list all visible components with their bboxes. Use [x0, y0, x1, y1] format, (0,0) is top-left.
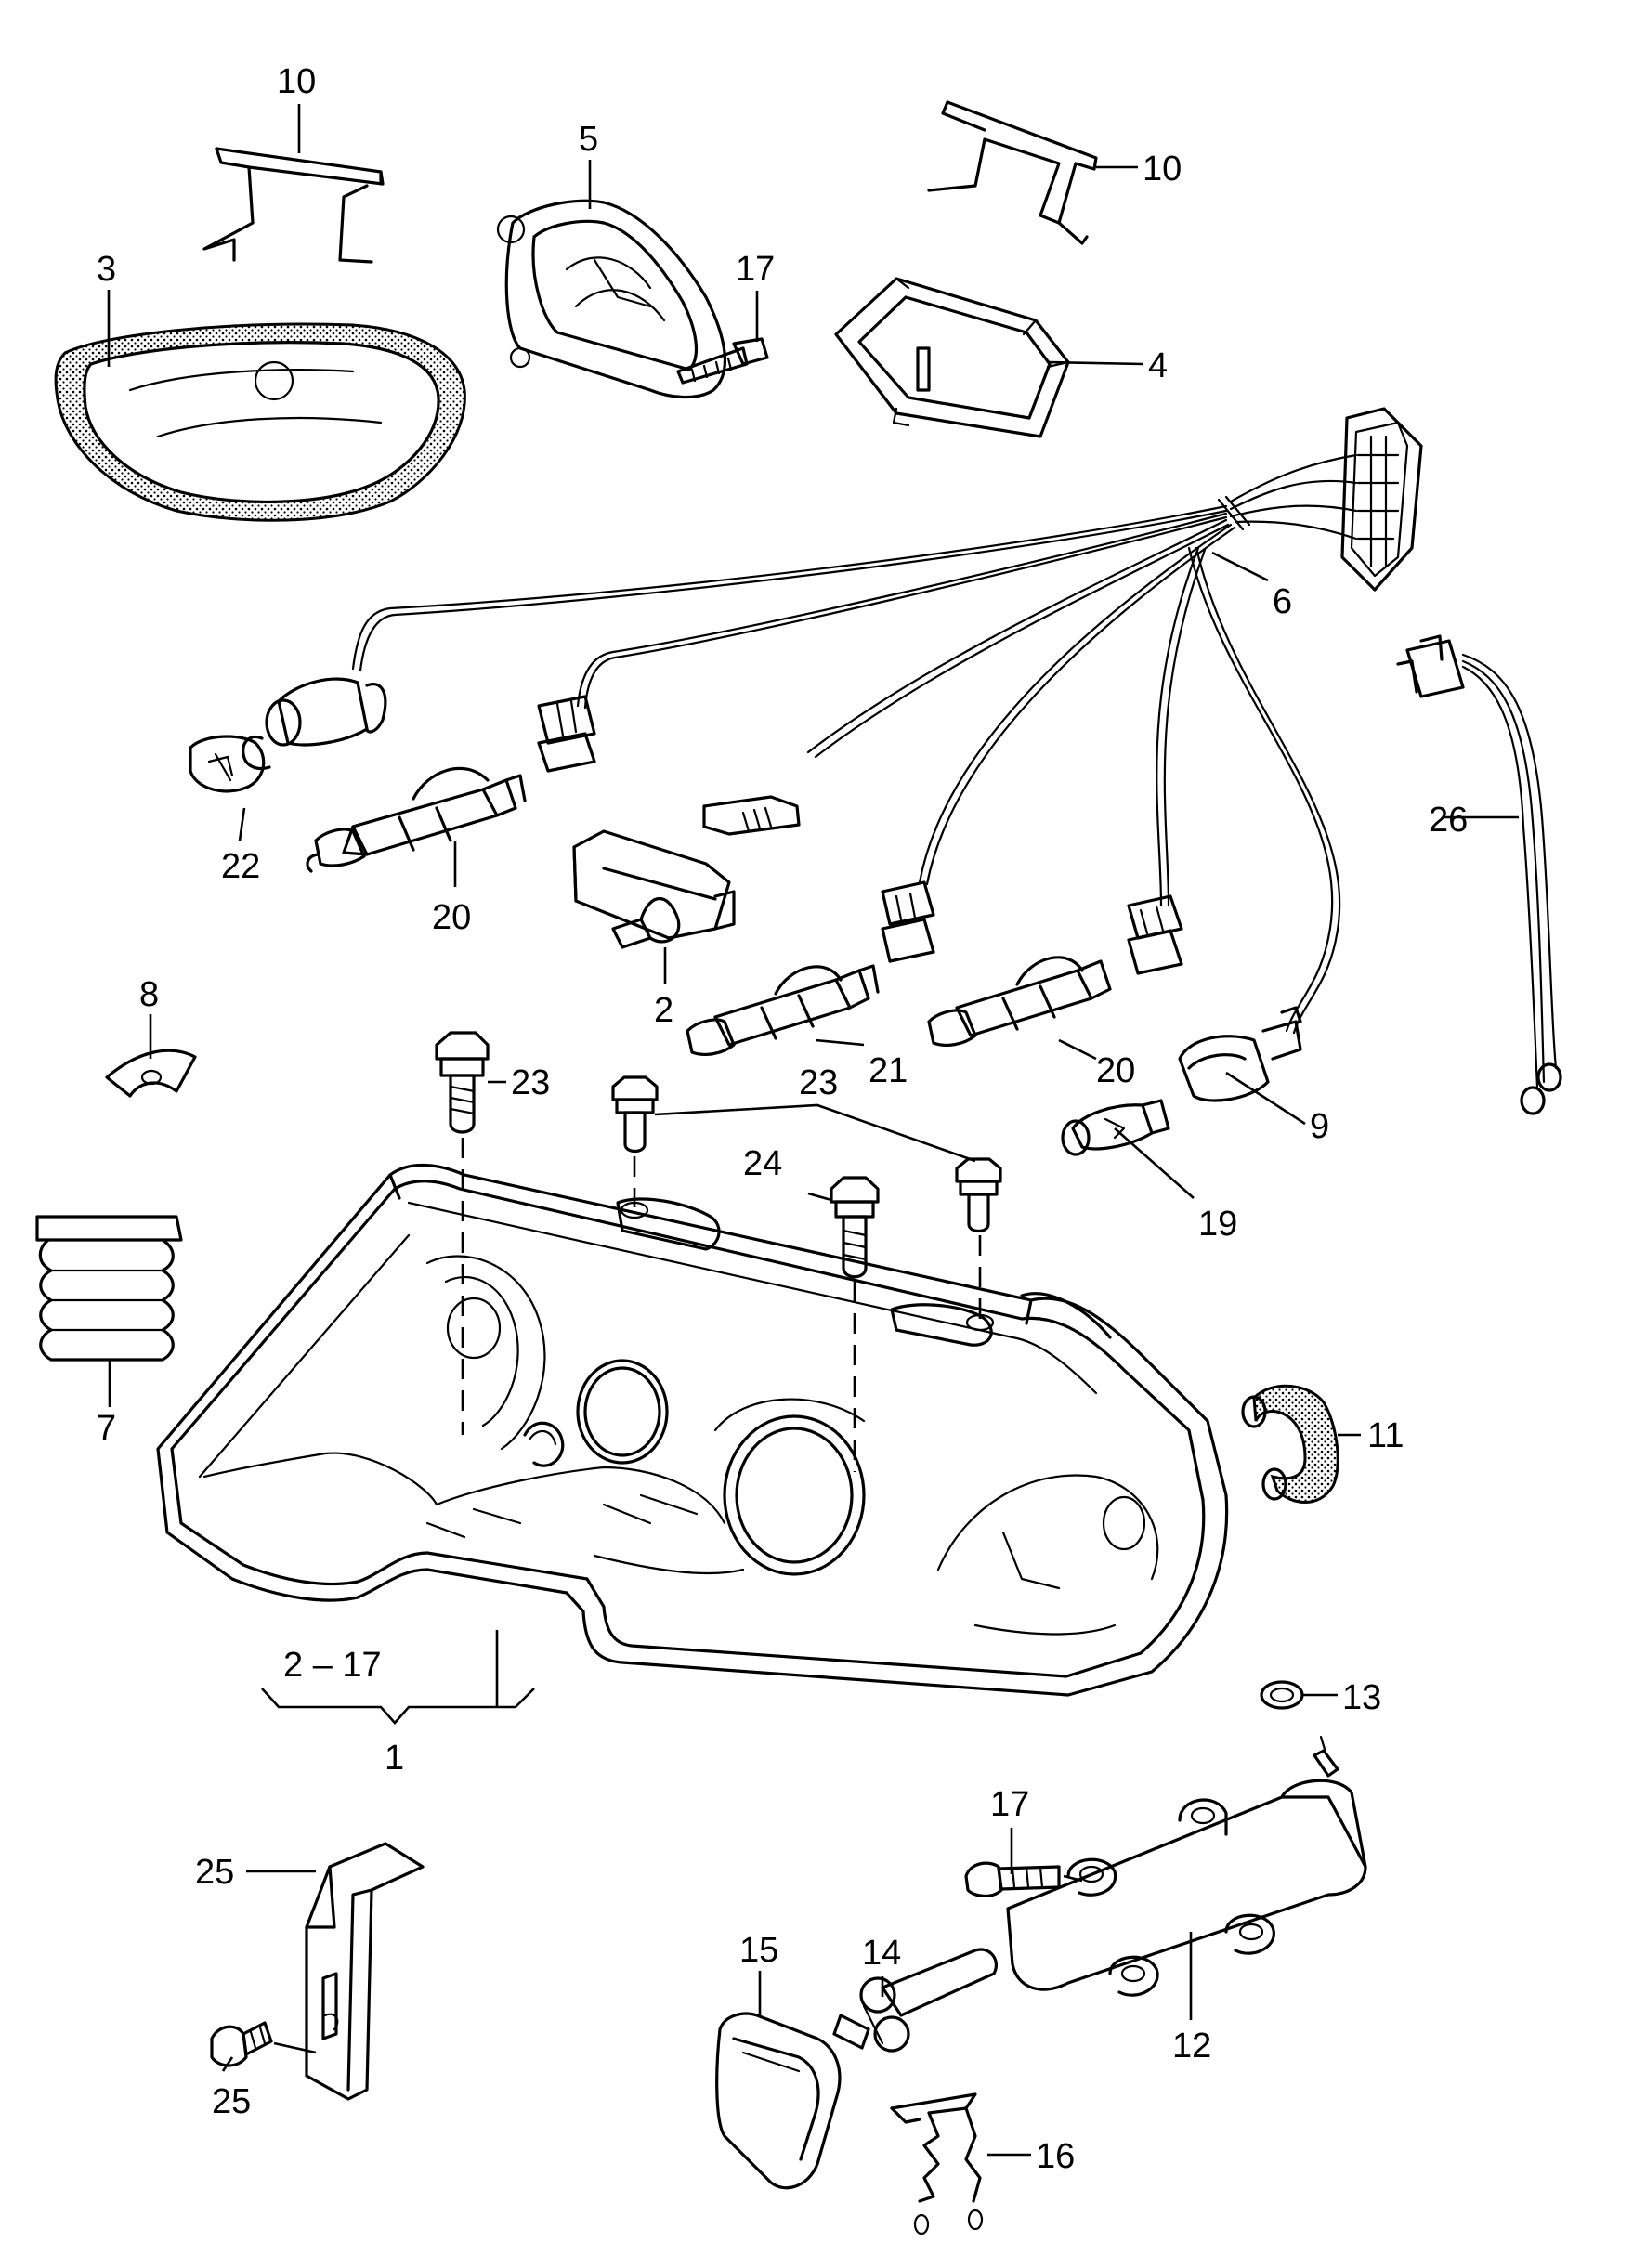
socket-9 [1178, 1006, 1302, 1102]
nozzle-14 [832, 1948, 998, 2053]
callout-range-2-17: 2 – 17 [283, 1646, 382, 1685]
bracket-24 [305, 1842, 425, 2101]
callout-10-top-right: 10 [1143, 150, 1182, 189]
callout-14: 14 [862, 1934, 901, 1973]
callout-24: 25 [195, 1853, 234, 1892]
callout-12: 12 [1172, 2027, 1211, 2066]
bulb-20-mid [686, 964, 880, 1056]
callout-23-mid: 24 [743, 1144, 782, 1183]
callout-20-mid: 21 [869, 1051, 908, 1090]
screw-17-lower [964, 1861, 1061, 1897]
bolt-22-right [955, 1157, 1002, 1233]
callout-11: 11 [1367, 1416, 1404, 1455]
callout-19: 20 [1096, 1051, 1135, 1090]
bolt-23-mid [830, 1176, 880, 1279]
bulb-19 [927, 956, 1112, 1047]
bolt-22-left [611, 1075, 659, 1154]
callout-18: 19 [1198, 1205, 1237, 1244]
harness-26 [1396, 634, 1562, 1115]
bracket-12 [1006, 1735, 1367, 1997]
callout-10-top-left: 10 [277, 62, 316, 101]
callout-15: 15 [739, 1931, 778, 1970]
screw-25 [210, 2021, 273, 2067]
leader-lines [107, 104, 1519, 2157]
callout-22: 23 [799, 1063, 838, 1102]
bolt-23-left [435, 1031, 490, 1134]
clip-10-left [202, 147, 385, 264]
washer-13 [1260, 1680, 1304, 1710]
cap-5 [496, 199, 726, 399]
callout-17-upper: 17 [736, 250, 775, 289]
clip-8 [105, 1049, 197, 1098]
callout-8: 8 [139, 975, 159, 1014]
callout-13: 13 [1342, 1678, 1381, 1717]
callout-17-lower: 17 [990, 1785, 1029, 1824]
bulb-18 [1061, 1099, 1170, 1156]
callout-9: 9 [1310, 1107, 1329, 1146]
gasket-3 [54, 322, 466, 522]
motor-2 [572, 829, 736, 949]
callout-26: 26 [1429, 801, 1468, 840]
callout-16: 16 [1036, 2137, 1075, 2176]
hose-11 [1241, 1384, 1339, 1504]
bellows-7 [35, 1215, 183, 1362]
callout-21: 22 [221, 847, 260, 886]
callout-6: 6 [1273, 582, 1292, 621]
clip-10-right [927, 100, 1098, 245]
callout-23-left: 23 [511, 1063, 550, 1102]
callout-7: 7 [97, 1409, 116, 1448]
wiring-harness-6 [351, 407, 1423, 1035]
callout-4: 4 [1148, 346, 1168, 385]
bulb-20-upper [306, 766, 527, 873]
callout-5: 5 [579, 120, 598, 159]
screw-17-upper [676, 337, 769, 385]
callout-25: 25 [212, 2082, 251, 2121]
bulb-21 [189, 677, 387, 793]
callout-1: 1 [385, 1739, 404, 1778]
callout-20-upper: 20 [432, 898, 471, 937]
spring-16 [890, 2092, 984, 2235]
headlight-housing-1 [156, 1163, 1229, 1697]
frame-4 [834, 277, 1070, 438]
callout-labels: 10 3 5 17 10 4 6 22 20 2 21 20 9 19 26 8… [97, 62, 1468, 2176]
callout-3: 3 [97, 250, 116, 289]
cover-15 [715, 2012, 842, 2190]
callout-2: 2 [654, 991, 673, 1030]
